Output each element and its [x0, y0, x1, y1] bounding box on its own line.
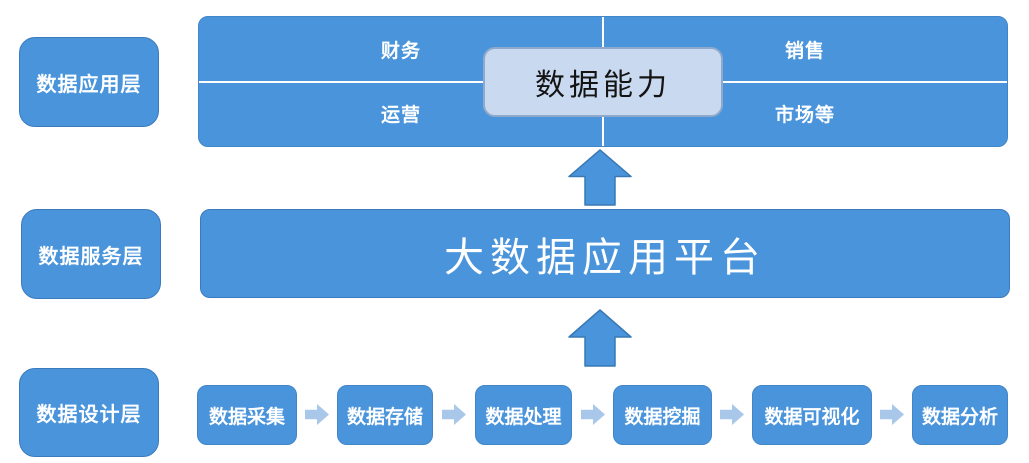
right-arrow-icon	[719, 403, 745, 426]
application-quadrant-grid: 财务 销售 运营 市场等 数据能力	[198, 16, 1008, 147]
layer-label: 数据服务层	[38, 245, 144, 268]
pipeline-step-storage: 数据存储	[337, 385, 433, 445]
capsule-label: 数据能力	[535, 67, 671, 103]
layer-box-service: 数据服务层	[21, 209, 161, 299]
pipeline-step-analysis: 数据分析	[912, 385, 1008, 445]
right-arrow-icon	[441, 403, 467, 426]
quadrant-operations: 运营	[199, 82, 603, 147]
quadrant-label: 运营	[380, 105, 421, 127]
step-label: 数据存储	[346, 406, 423, 428]
pipeline-step-visualization: 数据可视化	[752, 385, 872, 445]
pipeline-step-processing: 数据处理	[475, 385, 572, 445]
step-label: 数据可视化	[764, 406, 860, 428]
layer-label: 数据应用层	[36, 73, 142, 96]
quadrant-finance: 财务	[199, 17, 603, 82]
data-capability-capsule: 数据能力	[483, 46, 723, 117]
step-label: 数据采集	[208, 406, 285, 428]
layer-label: 数据设计层	[36, 404, 142, 426]
platform-label: 大数据应用平台	[444, 234, 766, 281]
right-arrow-icon	[879, 403, 905, 426]
quadrant-sales: 销售	[603, 17, 1007, 82]
step-label: 数据处理	[485, 406, 562, 428]
layer-box-design: 数据设计层	[19, 368, 159, 457]
right-arrow-icon	[304, 403, 330, 426]
up-arrow-icon	[568, 149, 632, 206]
quadrant-market: 市场等	[603, 82, 1007, 147]
quadrant-label: 销售	[784, 40, 825, 62]
pipeline-step-collection: 数据采集	[197, 385, 297, 445]
step-label: 数据挖掘	[624, 406, 701, 428]
step-label: 数据分析	[921, 406, 998, 428]
quadrant-label: 市场等	[774, 105, 835, 127]
big-data-platform-bar: 大数据应用平台	[200, 209, 1010, 298]
layer-box-application: 数据应用层	[19, 37, 159, 127]
right-arrow-icon	[580, 403, 606, 426]
pipeline-step-mining: 数据挖掘	[613, 385, 712, 445]
quadrant-label: 财务	[380, 40, 421, 62]
up-arrow-icon	[568, 309, 632, 367]
